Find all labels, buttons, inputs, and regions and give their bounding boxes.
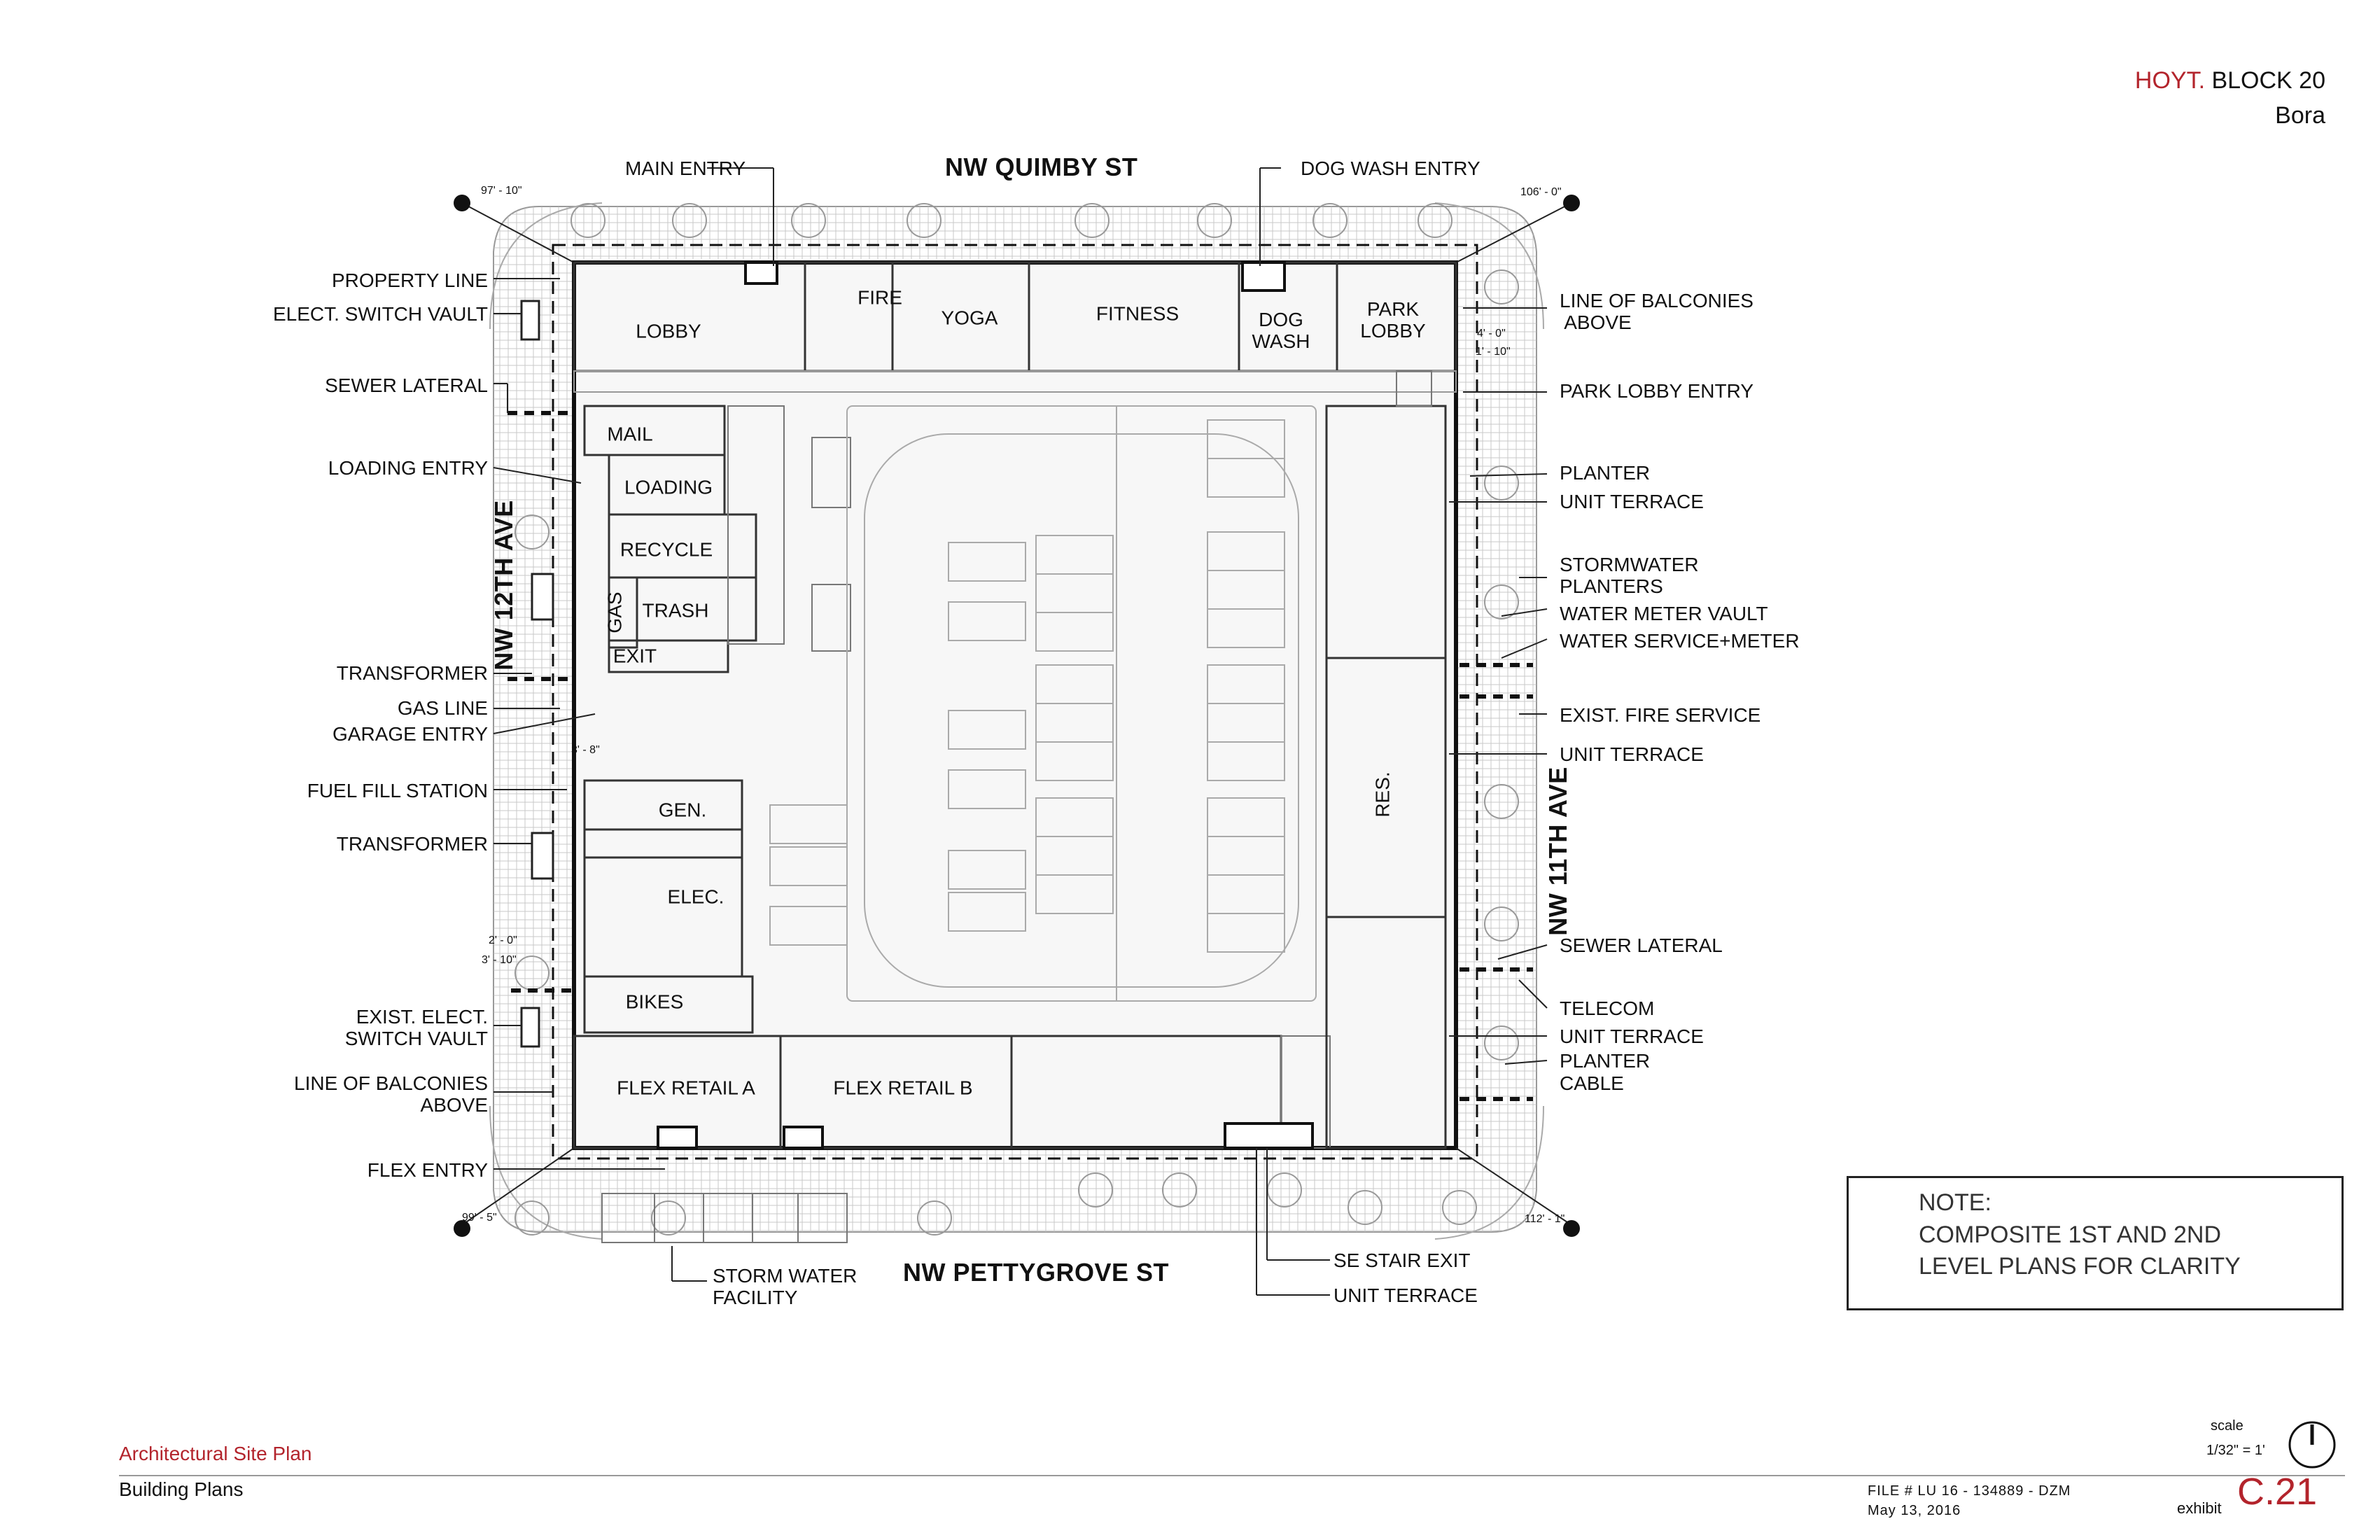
dimension-se: 112' - 1" — [1525, 1213, 1565, 1225]
callout-elect-switch-vault: ELECT. SWITCH VAULT — [272, 303, 488, 325]
callout-cable: CABLE — [1560, 1072, 1624, 1094]
parking-stalls — [769, 419, 1285, 953]
dimension-2ft: 2' - 0" — [489, 934, 517, 946]
room-fire: FIRE — [858, 286, 902, 309]
storm-water-boxes — [601, 1193, 848, 1243]
room-yoga: YOGA — [941, 307, 998, 329]
room-exit: EXIT — [612, 645, 657, 667]
dimension-sw: 99' - 5" — [462, 1212, 497, 1224]
corner-markers — [454, 195, 1580, 1237]
callout-transformer-2: TRANSFORMER — [336, 833, 488, 855]
callout-garage-entry: GARAGE ENTRY — [332, 723, 488, 745]
callout-telecom: TELECOM — [1560, 997, 1655, 1019]
footer-subtitle: Building Plans — [119, 1478, 244, 1500]
room-gen: GEN. — [658, 799, 707, 821]
dimension-4ft: 4' - 0" — [1477, 328, 1506, 340]
north-rooms — [573, 261, 1457, 393]
dimension-3ft10: 3' - 10" — [482, 954, 517, 966]
leader-lines — [493, 167, 1548, 1296]
callout-gas-line: GAS LINE — [397, 697, 488, 719]
room-lobby: LOBBY — [636, 320, 701, 342]
building-outline — [572, 260, 1458, 1150]
street-east: NW 11TH AVE — [1543, 766, 1572, 936]
room-loading: LOADING — [624, 476, 713, 498]
project-name: Bora — [2275, 102, 2325, 129]
callout-unit-terrace-south: UNIT TERRACE — [1334, 1284, 1478, 1306]
dimension-3ft8: 3' - 8" — [571, 744, 600, 756]
utility-lines — [507, 411, 1533, 1101]
west-utility-boxes — [520, 300, 554, 1048]
room-bikes: BIKES — [625, 990, 684, 1013]
callout-main-entry: MAIN ENTRY — [625, 158, 746, 179]
room-recycle: RECYCLE — [620, 538, 713, 561]
callout-dog-wash-entry: DOG WASH ENTRY — [1301, 158, 1480, 179]
southwest-rooms — [573, 779, 1331, 1149]
callout-storm-water-facility: STORM WATER FACILITY — [713, 1265, 858, 1308]
room-fitness: FITNESS — [1096, 302, 1180, 325]
room-flex-retail-a: FLEX RETAIL A — [617, 1077, 755, 1099]
note-box: NOTE: COMPOSITE 1ST AND 2ND LEVEL PLANS … — [1847, 1176, 2344, 1310]
west-rooms — [583, 405, 851, 673]
scale-label: scale — [2211, 1418, 2244, 1434]
callout-balconies-east: LINE OF BALCONIES ABOVE — [1560, 290, 1754, 333]
callout-exist-fire-service: EXIST. FIRE SERVICE — [1560, 704, 1761, 726]
room-mail: MAIL — [607, 423, 653, 445]
callout-sewer-lateral-west: SEWER LATERAL — [325, 374, 488, 396]
callout-flex-entry: FLEX ENTRY — [367, 1159, 488, 1181]
room-park-lobby: PARK LOBBY — [1360, 298, 1426, 342]
callout-property-line: PROPERTY LINE — [331, 270, 488, 291]
callout-water-meter-vault: WATER METER VAULT — [1560, 603, 1768, 624]
callout-planter-1: PLANTER — [1560, 462, 1651, 484]
footer-file-number: FILE # LU 16 - 134889 - DZM — [1868, 1483, 2071, 1499]
callout-unit-terrace-2: UNIT TERRACE — [1560, 743, 1704, 765]
property-line — [552, 244, 1478, 1160]
north-arrow — [2288, 1421, 2336, 1469]
note-line-2: LEVEL PLANS FOR CLARITY — [1919, 1253, 2241, 1280]
street-west: NW 12TH AVE — [489, 500, 518, 671]
room-res: RES. — [1371, 771, 1394, 818]
brand-name: HOYT. — [2134, 67, 2206, 94]
callout-park-lobby-entry: PARK LOBBY ENTRY — [1560, 380, 1754, 402]
room-elec: ELEC. — [667, 886, 724, 908]
project-title: HOYT. BLOCK 20 — [2135, 67, 2325, 94]
dimension-1ft10: 1' - 10" — [1476, 346, 1511, 358]
street-south: NW PETTYGROVE ST — [903, 1258, 1170, 1287]
callout-unit-terrace-3: UNIT TERRACE — [1560, 1026, 1704, 1047]
callout-water-service-meter: WATER SERVICE+METER — [1560, 630, 1800, 652]
callout-stormwater-planters: STORMWATER PLANTERS — [1560, 554, 1699, 597]
dimension-nw: 97' - 10" — [481, 185, 522, 197]
room-flex-retail-b: FLEX RETAIL B — [833, 1077, 973, 1099]
room-trash: TRASH — [642, 599, 709, 622]
callout-balconies-west: LINE OF BALCONIES ABOVE — [294, 1072, 488, 1116]
callout-se-stair-exit: SE STAIR EXIT — [1334, 1250, 1471, 1271]
footer-date: May 13, 2016 — [1868, 1503, 1961, 1518]
exhibit-label: exhibit — [2177, 1499, 2222, 1517]
footer-section: Architectural Site Plan — [119, 1443, 312, 1464]
dimension-ne: 106' - 0" — [1520, 186, 1562, 198]
room-gas: GAS — [603, 592, 626, 634]
callout-transformer-1: TRANSFORMER — [336, 662, 488, 684]
callout-exist-elect-switch-vault: EXIST. ELECT. SWITCH VAULT — [344, 1006, 488, 1049]
note-title: NOTE: — [1919, 1189, 1991, 1216]
callout-fuel-fill-station: FUEL FILL STATION — [307, 780, 488, 802]
callout-planter-2: PLANTER — [1560, 1050, 1651, 1072]
block-name: BLOCK 20 — [2211, 67, 2325, 94]
callout-sewer-lateral-east: SEWER LATERAL — [1560, 934, 1723, 956]
callout-unit-terrace-1: UNIT TERRACE — [1560, 491, 1704, 512]
scale-value: 1/32" = 1' — [2206, 1443, 2265, 1458]
east-residential — [1325, 370, 1447, 1149]
room-dog-wash: DOG WASH — [1252, 309, 1310, 352]
exhibit-number: C.21 — [2237, 1471, 2318, 1513]
dimension-lines — [461, 202, 1572, 1226]
entries — [657, 261, 1314, 1149]
note-line-1: COMPOSITE 1ST AND 2ND — [1919, 1222, 2222, 1248]
garage — [846, 405, 1317, 1002]
callout-loading-entry: LOADING ENTRY — [328, 457, 488, 479]
street-north: NW QUIMBY ST — [945, 153, 1138, 181]
